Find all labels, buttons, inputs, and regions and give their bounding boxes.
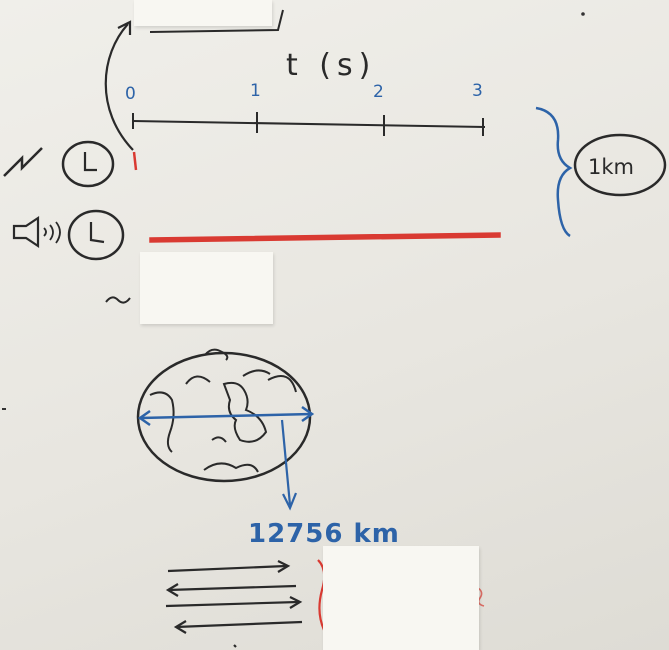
clock-icon bbox=[67, 209, 125, 261]
tick-label-0: 0 bbox=[125, 84, 136, 104]
earth-diameter-label: 12756 km bbox=[248, 519, 400, 549]
speck bbox=[581, 12, 585, 16]
tick-label-1: 1 bbox=[250, 81, 261, 101]
red-mark bbox=[477, 587, 485, 607]
tick-label-2: 2 bbox=[373, 82, 384, 102]
distance-label: 1km bbox=[588, 155, 634, 179]
tick-label-3: 3 bbox=[472, 81, 483, 101]
lightning-icon bbox=[3, 147, 43, 177]
top-bracket bbox=[149, 9, 284, 33]
sticky-note-bottom bbox=[323, 546, 479, 650]
diameter-pointer bbox=[280, 419, 292, 506]
sticky-note-top bbox=[134, 0, 272, 26]
axis-label: t (s) bbox=[286, 48, 376, 83]
earth-diameter bbox=[139, 412, 313, 420]
distance-bubble bbox=[573, 133, 667, 197]
parallel-arrows bbox=[165, 560, 303, 648]
speaker-icon bbox=[12, 215, 61, 249]
curved-arrow bbox=[104, 23, 134, 151]
clock-icon bbox=[61, 140, 115, 188]
distance-brace bbox=[535, 106, 573, 238]
sound-bar bbox=[149, 232, 501, 243]
approx-sign bbox=[105, 296, 131, 304]
sticky-note-middle bbox=[140, 252, 273, 324]
curved-arrow-head bbox=[117, 20, 132, 35]
light-mark bbox=[132, 151, 138, 171]
time-axis bbox=[132, 120, 486, 128]
